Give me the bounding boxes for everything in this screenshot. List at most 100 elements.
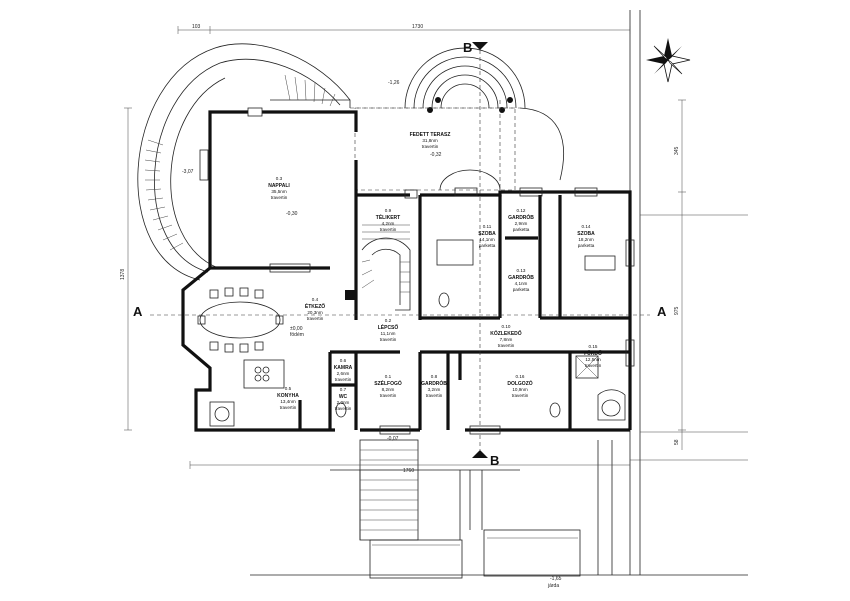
room-floor: travertin: [280, 405, 297, 410]
room-label-0-15: 0.15 FÜRDŐ 12,5nm travertin: [584, 344, 602, 368]
dim-right-mid: 975: [674, 306, 680, 315]
room-floor: parketta: [479, 243, 496, 248]
room-area: 13,4nm: [280, 399, 295, 404]
room-floor: travertin: [380, 227, 397, 232]
room-name: NAPPALI: [268, 183, 290, 189]
room-area: 12,5nm: [585, 357, 600, 362]
room-area: 2,9nm: [515, 221, 528, 226]
room-area: 10,9nm: [512, 387, 527, 392]
room-id: 0.8: [431, 374, 438, 379]
room-label-0-1: 0.1 SZÉLFOGÓ 8,2nm travertin: [374, 374, 402, 398]
room-area: 35,5nm: [271, 189, 286, 194]
room-label-0-13: 0.13 GARDRÓB 4,1nm parketta: [508, 268, 534, 292]
room-label-terrace: FEDETT TERASZ 31,8nm travertin: [410, 132, 451, 149]
room-id: 0.13: [517, 268, 526, 273]
level-garden-left: -3,07: [182, 169, 194, 175]
room-label-0-16: 0.16 DOLGOZÓ 10,9nm travertin: [507, 374, 532, 398]
room-id: 0.15: [589, 344, 598, 349]
room-area: 14,1nm: [479, 237, 494, 242]
room-floor: travertin: [335, 377, 352, 382]
dim-top-total: 1730: [412, 24, 423, 30]
room-id: 0.4: [312, 297, 319, 302]
room-area: 4,1nm: [515, 281, 528, 286]
room-label-0-10: 0.10 KÖZLEKEDŐ 7,8nm travertin: [490, 324, 522, 348]
room-id: 0.7: [340, 387, 347, 392]
room-label-0-12: 0.12 GARDRÓB 2,9nm parketta: [508, 208, 534, 232]
level-outside: -1,65: [550, 576, 562, 582]
room-id: 0.2: [385, 318, 392, 323]
room-label-0-14: 0.14 SZOBA 18,2nm parketta: [577, 224, 595, 248]
room-id: 0.1: [385, 374, 392, 379]
main-staircase: [345, 224, 411, 311]
room-floor: travertin: [512, 393, 529, 398]
level-ground: ±0,00: [290, 326, 303, 332]
dim-right-lower: 58: [674, 439, 680, 445]
room-area: 18,2nm: [578, 237, 593, 242]
room-label-0-4: 0.4 ÉTKEZŐ 20,3nm travertin: [305, 297, 325, 321]
room-floor: travertin: [335, 406, 352, 411]
section-b-bottom: B: [490, 453, 499, 468]
room-id: 0.5: [285, 386, 292, 391]
room-name: SZOBA: [478, 231, 496, 237]
furniture: [197, 239, 626, 427]
room-area: 8,2nm: [382, 387, 395, 392]
room-label-0-3: 0.3 NAPPALI 35,5nm travertin: [268, 176, 290, 200]
compass-icon: [646, 38, 691, 83]
room-name: GARDRÓB: [508, 213, 534, 221]
room-id: 0.3: [276, 176, 283, 181]
level-living: -0,30: [286, 211, 298, 217]
room-id: 0.9: [385, 208, 392, 213]
room-id: 0.11: [483, 224, 492, 229]
room-area: 2,0nm: [337, 400, 350, 405]
room-floor: travertin: [498, 343, 515, 348]
level-outside-sub: járda: [547, 583, 559, 589]
room-name: GARDRÓB: [508, 273, 534, 281]
level-terrace: -0,32: [430, 152, 442, 158]
room-name: TÉLIKERT: [376, 213, 400, 221]
entrance-steps: [359, 439, 419, 541]
room-area: 7,8nm: [500, 337, 513, 342]
room-id: 0.12: [517, 208, 526, 213]
dim-left-total: 1378: [120, 269, 126, 280]
room-floor: travertin: [307, 316, 324, 321]
room-floor: travertin: [380, 337, 397, 342]
room-name: FÜRDŐ: [584, 350, 602, 357]
terrace-arc-steps: [404, 47, 564, 191]
room-area: 31,8nm: [422, 138, 437, 143]
dimension-lines: [124, 26, 686, 469]
walls: [181, 110, 632, 432]
room-floor: parketta: [578, 243, 595, 248]
dim-top-left: 103: [192, 24, 201, 30]
room-name: LÉPCSŐ: [378, 323, 399, 331]
room-name: KAMRA: [334, 365, 353, 371]
room-floor: travertin: [422, 144, 439, 149]
room-floor: travertin: [271, 195, 288, 200]
room-label-0-9: 0.9 TÉLIKERT 4,2nm travertin: [376, 208, 400, 232]
room-label-0-8: 0.8 GARDRÓB 3,2nm travertin: [421, 374, 447, 398]
room-label-0-7: 0.7 WC 2,0nm travertin: [335, 387, 352, 411]
room-name: GARDRÓB: [421, 379, 447, 387]
room-id: 0.16: [516, 374, 525, 379]
room-name: ÉTKEZŐ: [305, 302, 325, 310]
section-lines: [150, 42, 650, 458]
room-name: SZOBA: [577, 231, 595, 237]
room-floor: parketta: [513, 227, 530, 232]
room-id: 0.10: [502, 324, 511, 329]
garden-stairs-left: [137, 43, 351, 281]
room-name: KONYHA: [277, 393, 299, 399]
room-name: FEDETT TERASZ: [410, 132, 451, 138]
level-garden-top: -1,26: [388, 80, 400, 86]
section-a-left: A: [133, 304, 143, 319]
room-name: DOLGOZÓ: [507, 379, 532, 387]
room-area: 20,3nm: [307, 310, 322, 315]
room-floor: travertin: [426, 393, 443, 398]
room-floor: travertin: [380, 393, 397, 398]
room-id: 0.6: [340, 358, 347, 363]
room-name: SZÉLFOGÓ: [374, 379, 402, 387]
covered-terrace: [350, 100, 520, 195]
room-id: 0.14: [582, 224, 591, 229]
dim-right-upper: 345: [674, 146, 680, 155]
room-label-0-2: 0.2 LÉPCSŐ 11,1nm travertin: [378, 318, 399, 342]
level-ground-sub: födém: [290, 332, 304, 338]
